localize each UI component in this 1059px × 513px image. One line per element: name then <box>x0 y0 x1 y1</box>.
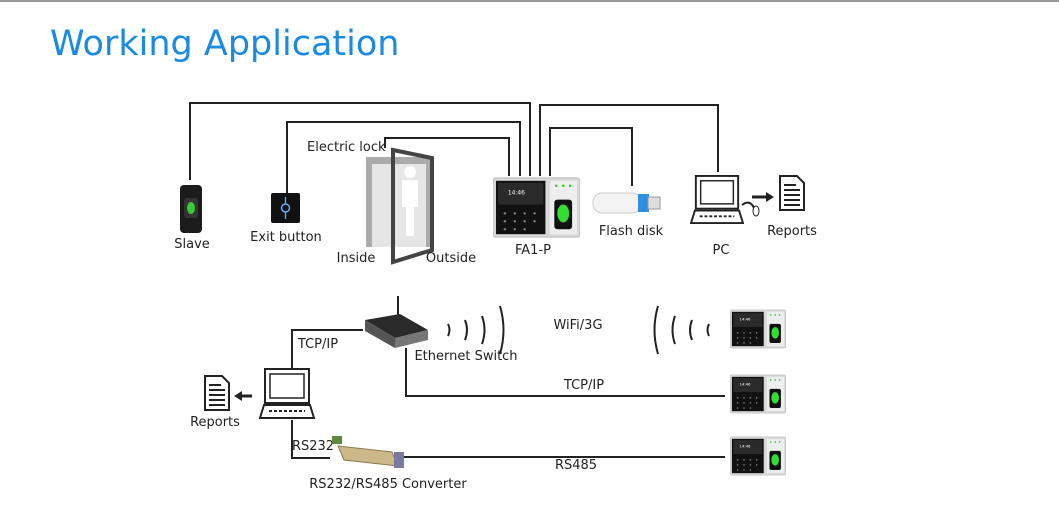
exit-button-icon <box>271 193 300 223</box>
pc-wire <box>539 104 719 176</box>
rs485-label: RS485 <box>555 458 597 473</box>
tcpip-terminal-icon <box>730 374 786 414</box>
page-title: Working Application <box>50 24 400 64</box>
rs232-wire <box>291 420 330 459</box>
network-reports-document-icon <box>204 375 230 411</box>
flash-disk-icon <box>592 192 661 214</box>
electric-lock-wire <box>384 137 510 176</box>
electric-lock-label: Electric lock <box>307 140 386 155</box>
rs232-label: RS232 <box>292 439 334 454</box>
exit-button-label: Exit button <box>250 230 322 245</box>
top-divider <box>0 0 1059 2</box>
outside-label: Outside <box>426 251 476 266</box>
inside-label: Inside <box>337 251 376 266</box>
switch-tcpip-wire <box>405 348 725 397</box>
wifi-waves-in-icon <box>653 305 710 355</box>
network-reports-label: Reports <box>190 415 240 430</box>
mouse-icon <box>741 201 760 217</box>
slave-label: Slave <box>174 237 210 252</box>
wifi-waves-out-icon <box>447 305 505 355</box>
slave-wire <box>189 102 531 180</box>
door-icon <box>366 147 434 265</box>
fa1-p-terminal-icon <box>493 177 580 238</box>
fa1-p-label: FA1-P <box>515 243 551 258</box>
pc-label: PC <box>713 243 730 258</box>
tcpip-line-label: TCP/IP <box>563 378 604 393</box>
arrow-head-left-icon <box>234 391 242 401</box>
exit-button-wire <box>286 121 521 194</box>
converter-label: RS232/RS485 Converter <box>309 477 467 492</box>
wifi-terminal-icon <box>730 309 786 349</box>
flash-disk-wire <box>549 127 633 186</box>
ethernet-switch-label: Ethernet Switch <box>414 349 517 364</box>
flash-disk-label: Flash disk <box>599 224 664 239</box>
ethernet-switch-icon <box>365 296 428 348</box>
wifi-label: WiFi/3G <box>553 318 602 333</box>
pc-icon <box>690 175 744 225</box>
rs232-rs485-converter-icon <box>332 436 404 468</box>
pc-to-switch-wire <box>291 329 363 370</box>
arrow-head-icon <box>766 192 774 202</box>
reports-document-icon <box>779 175 805 211</box>
tcpip-pc-label: TCP/IP <box>297 337 338 352</box>
rs485-terminal-icon <box>730 436 786 476</box>
network-pc-icon <box>258 368 316 420</box>
reports-label: Reports <box>767 224 817 239</box>
slave-reader-icon <box>180 185 202 233</box>
